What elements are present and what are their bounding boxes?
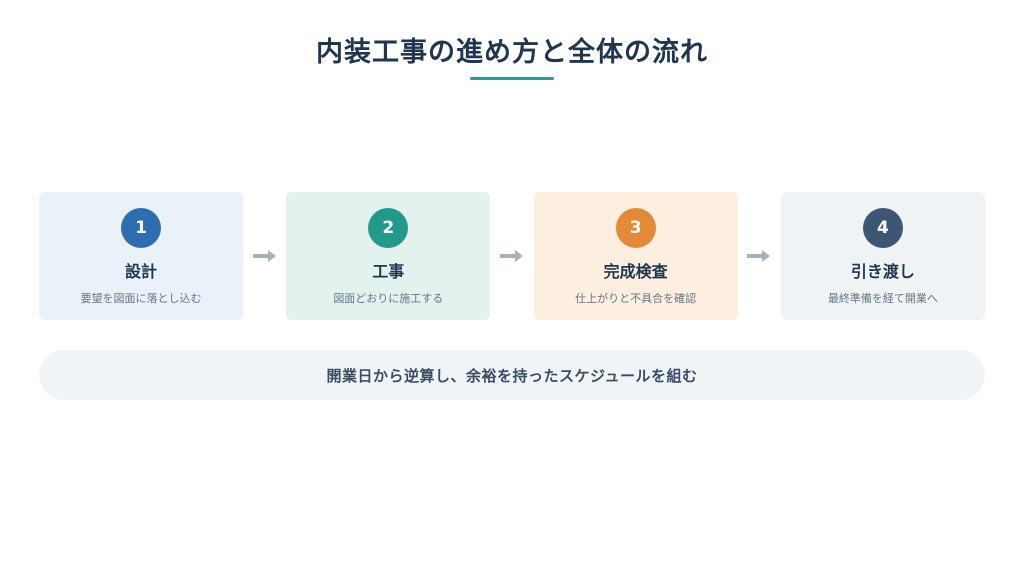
step-description: 仕上がりと不具合を確認 — [575, 292, 697, 305]
step-number-badge: 3 — [615, 208, 656, 248]
step-title: 工事 — [372, 262, 405, 281]
step-description: 要望を図面に落とし込む — [80, 292, 202, 305]
step-title: 完成検査 — [603, 262, 668, 281]
step-number-badge: 2 — [368, 208, 409, 248]
page-title: 内装工事の進め方と全体の流れ — [316, 37, 708, 68]
step-card-2: 2 工事 図面どおりに施工する — [286, 192, 491, 320]
arrow-right-icon — [499, 248, 524, 264]
arrow-right-icon — [252, 248, 277, 264]
step-card-4: 4 引き渡し 最終準備を経て開業へ — [780, 192, 985, 320]
step-description: 最終準備を経て開業へ — [827, 292, 938, 305]
step-number-badge: 1 — [121, 208, 161, 248]
step-title: 引き渡し — [850, 262, 915, 281]
step-number-badge: 4 — [862, 208, 903, 248]
step-card-1: 1 設計 要望を図面に落とし込む — [39, 192, 243, 320]
arrow-right-icon — [747, 248, 771, 264]
process-steps: 1 設計 要望を図面に落とし込む 2 工事 図面どおりに施工する 3 完成検査 … — [39, 192, 985, 320]
schedule-tip-banner: 開業日から逆算し、余裕を持ったスケジュールを組む — [39, 350, 985, 400]
step-description: 図面どおりに施工する — [333, 292, 444, 305]
title-underline — [470, 77, 554, 80]
step-title: 設計 — [124, 262, 157, 281]
step-card-3: 3 完成検査 仕上がりと不具合を確認 — [533, 192, 738, 320]
